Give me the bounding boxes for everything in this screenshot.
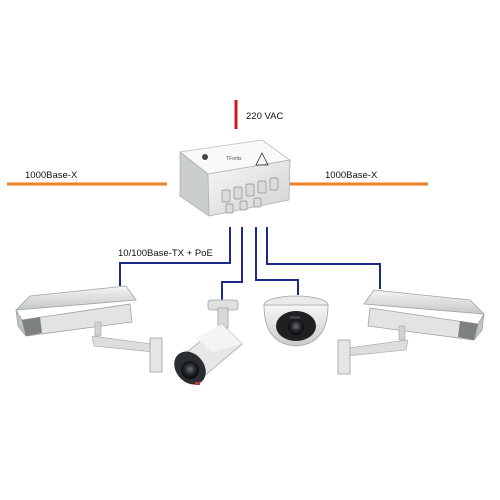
camera-links (119, 227, 381, 301)
link-camera-3 (255, 227, 299, 295)
bullet-camera-icon (174, 299, 243, 385)
link-camera-2 (221, 227, 243, 301)
brand-logo-icon (202, 154, 208, 160)
uplink-left-label: 1000Base-X (25, 170, 78, 181)
uplink-right-label: 1000Base-X (325, 170, 378, 181)
housing-camera-icon (337, 289, 486, 375)
link-camera-1 (119, 227, 231, 286)
camera-links-label: 10/100Base-TX + PoE (118, 248, 213, 259)
housing-camera-icon (14, 285, 163, 373)
dome-camera-icon (263, 295, 329, 347)
cable-glands (221, 177, 279, 214)
high-voltage-warning-icon (255, 152, 269, 166)
poe-switch-box (179, 139, 292, 217)
device-model-label: TFortis (226, 156, 242, 162)
power-label: 220 VAC (246, 111, 284, 122)
link-camera-4 (266, 227, 381, 289)
